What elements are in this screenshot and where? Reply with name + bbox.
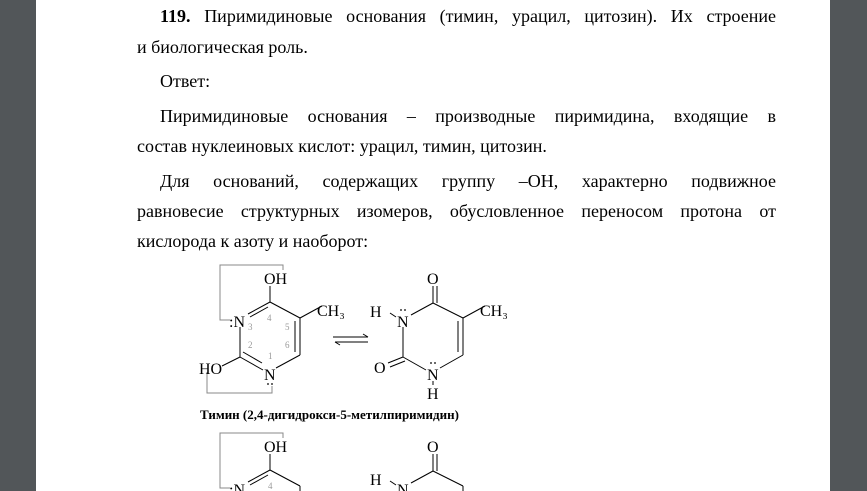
enol-form-bonds: [221, 286, 323, 371]
n1-label: N: [264, 367, 276, 384]
document-page: 119. Пиримидиновые основания (тимин, ура…: [36, 0, 830, 491]
ring-number: 4: [267, 313, 272, 323]
question-number: 119.: [160, 6, 191, 26]
equilibrium-arrows-icon: [333, 333, 369, 346]
n3-label: N: [397, 314, 409, 331]
o-label: O: [427, 271, 439, 288]
ring-number: 3: [248, 322, 253, 332]
ring-number: 2: [248, 340, 253, 350]
ring-number: 1: [268, 351, 273, 361]
h-label: H: [427, 386, 439, 403]
second-structure-partial: OH :N 4 O H N: [219, 432, 464, 491]
n1-label: N: [427, 367, 439, 384]
ch3-label: CH₃: [317, 303, 345, 320]
n3-label: :N: [229, 314, 245, 331]
figure-caption: Тимин (2,4-дигидрокси-5-метилпиримидин): [200, 407, 459, 422]
keto-form-bonds: [387, 286, 486, 385]
ring-number: 5: [285, 322, 290, 332]
paragraph2-line1: Для оснований, содержащих группу –ОН, ха…: [160, 171, 776, 191]
title-text: Пиримидиновые основания (тимин, урацил, …: [204, 6, 777, 26]
o-label: O: [427, 439, 439, 456]
question-title-line2: и биологическая роль.: [137, 37, 308, 57]
n3-label: :N: [229, 482, 245, 491]
h-label: H: [370, 472, 382, 489]
ho-label: HO: [199, 361, 222, 378]
paragraph2-line3: кислорода к азоту и наоборот:: [137, 231, 369, 251]
enol-form-labels: OH :N N HO CH₃ 1 2 3 4 5 6: [199, 271, 345, 384]
ch3-label: CH₃: [480, 303, 508, 320]
paragraph1-line2: состав нуклеиновых кислот: урацил, тимин…: [137, 136, 547, 156]
keto-form-labels: O H N O N H CH₃: [370, 271, 508, 403]
o-label: O: [374, 360, 386, 377]
question-title-line1: 119. Пиримидиновые основания (тимин, ура…: [160, 6, 776, 26]
paragraph1-line1: Пиримидиновые основания – производные пи…: [160, 106, 776, 126]
answer-label: Ответ:: [160, 71, 211, 91]
n3-label: N: [397, 482, 409, 491]
ring-number: 6: [285, 340, 290, 350]
paragraph2-line2: равновесие структурных изомеров, обуслов…: [137, 201, 776, 221]
lone-pair-dots: [267, 309, 436, 385]
proton-transfer-brackets: [206, 264, 284, 394]
ring-number: 4: [268, 481, 273, 491]
oh-label: OH: [264, 439, 288, 456]
h-label: H: [370, 304, 382, 321]
oh-label: OH: [264, 271, 288, 288]
